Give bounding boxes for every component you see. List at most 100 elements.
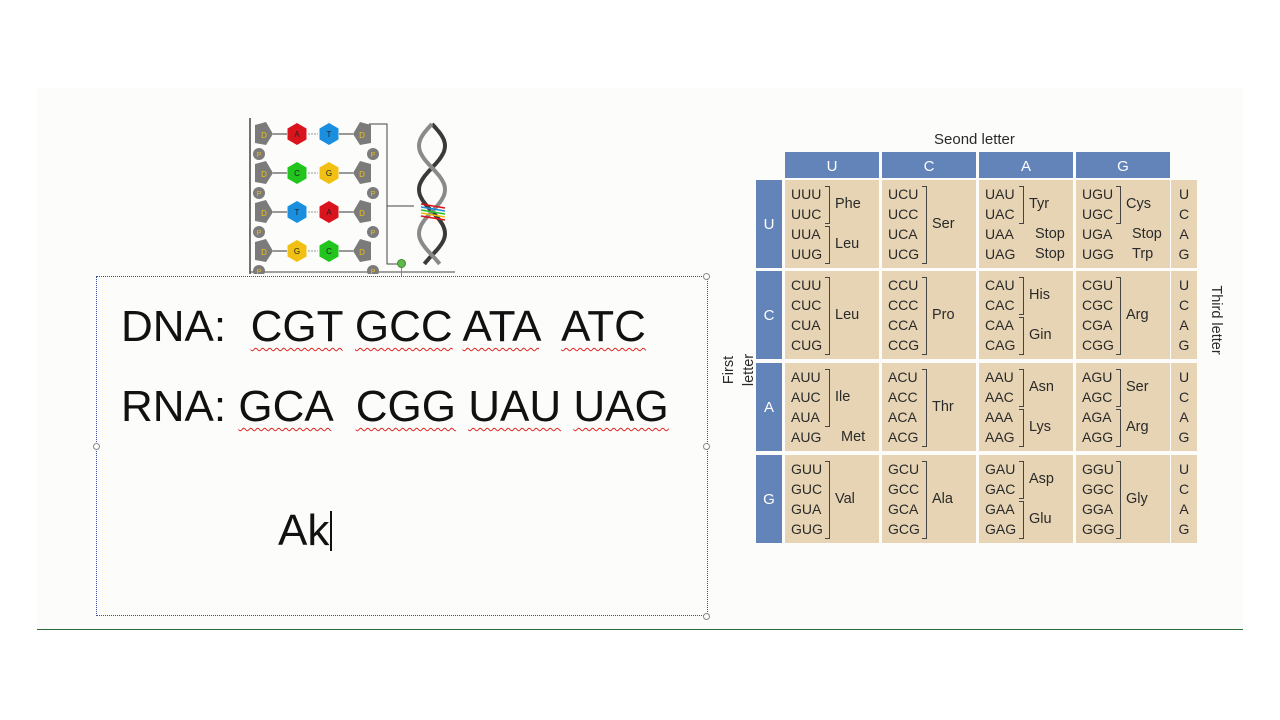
amino-acid: Asp <box>1029 471 1054 487</box>
codon-bracket <box>1019 461 1024 499</box>
second-letter-header: C <box>882 152 976 178</box>
third-letter: C <box>1178 297 1190 313</box>
sugar-left <box>255 200 273 223</box>
sugar-label: D <box>261 170 267 179</box>
codon: UAA <box>985 226 1014 242</box>
base-letter: C <box>294 169 300 178</box>
codon-bracket <box>922 277 927 355</box>
codon: CCC <box>888 297 919 313</box>
amino-acid: Pro <box>932 307 955 323</box>
third-letter: A <box>1179 226 1189 242</box>
sugar-left <box>255 239 273 262</box>
helix-strand <box>416 122 448 266</box>
codon-bracket <box>922 369 927 447</box>
sugar-label: D <box>359 170 365 179</box>
codon-cell <box>882 180 976 268</box>
codon-bracket <box>1019 369 1024 407</box>
dna-sequence-line[interactable]: DNA: CGT GCC ATA ATC <box>121 305 646 349</box>
base-right <box>319 240 339 262</box>
third-letter-label: Third letter <box>1208 285 1224 355</box>
codon-bracket <box>922 461 927 539</box>
codon-cell <box>979 363 1073 451</box>
codon-word: GCC <box>354 302 453 351</box>
base-right <box>319 123 339 145</box>
resize-handle-right[interactable] <box>703 443 710 450</box>
base-letter: A <box>326 208 332 217</box>
amino-acid: Stop <box>1132 226 1162 242</box>
text-box[interactable] <box>93 273 710 620</box>
amino-acid: Thr <box>932 399 954 415</box>
codon-cell <box>882 455 976 543</box>
phosphate-left <box>253 265 265 274</box>
codon: GGG <box>1082 521 1115 537</box>
codon: CAU <box>985 277 1015 293</box>
sugar-label: D <box>359 209 365 218</box>
third-letter-cell <box>1171 180 1197 268</box>
base-right <box>319 162 339 184</box>
amino-acid: Gin <box>1029 327 1052 343</box>
codon: UUA <box>791 226 821 242</box>
codon-word: GCA <box>238 382 332 431</box>
sugar-label: D <box>261 248 267 257</box>
sugar-label: D <box>261 209 267 218</box>
rna-sequence-line[interactable]: RNA: GCA CGG UAU UAG <box>121 385 669 429</box>
codon: AGG <box>1082 429 1114 445</box>
third-letter: U <box>1178 369 1190 385</box>
first-letter-cell: C <box>756 271 782 359</box>
resize-handle-left[interactable] <box>93 443 100 450</box>
third-letter: U <box>1178 277 1190 293</box>
amino-acid: Lys <box>1029 419 1052 435</box>
codon: ACU <box>888 369 918 385</box>
amino-acid: Phe <box>835 196 861 212</box>
codon: GUG <box>791 521 823 537</box>
figure-bracket <box>369 123 399 265</box>
codon-cell <box>979 455 1073 543</box>
amino-acid: Leu <box>835 307 860 323</box>
codon: UCC <box>888 206 919 222</box>
codon-cell <box>979 180 1073 268</box>
base-letter: A <box>294 130 300 139</box>
codon-bracket <box>825 461 830 539</box>
third-letter-cell <box>1171 363 1197 451</box>
codon: CGG <box>1082 337 1114 353</box>
amino-acid: Val <box>835 491 855 507</box>
helix-strand <box>416 122 448 266</box>
codon: CAA <box>985 317 1014 333</box>
phosphate-label: P <box>371 230 376 237</box>
base-left <box>287 201 307 223</box>
amino-acid: Ile <box>835 389 851 405</box>
resize-handle-bottom-right[interactable] <box>703 613 710 620</box>
codon-cell <box>1076 363 1170 451</box>
sugar-right <box>353 122 371 145</box>
amino-acid: Glu <box>1029 511 1052 527</box>
codon-cell <box>785 455 879 543</box>
codon-cell <box>785 363 879 451</box>
phosphate-left <box>253 226 265 238</box>
sugar-left <box>255 161 273 184</box>
amino-acid: Arg <box>1126 419 1149 435</box>
third-letter: U <box>1178 461 1190 477</box>
codon: AGU <box>1082 369 1113 385</box>
base-right <box>319 201 339 223</box>
word-spacing <box>561 382 573 431</box>
codon-cell <box>785 180 879 268</box>
resize-handle-top-right[interactable] <box>703 273 710 280</box>
helix-rung <box>420 206 446 212</box>
codon-word: CGT <box>250 302 343 351</box>
codon: CUG <box>791 337 823 353</box>
amino-acid: His <box>1029 287 1050 303</box>
amino-acid: Gly <box>1126 491 1148 507</box>
rotate-handle[interactable] <box>397 259 406 268</box>
codon: CCU <box>888 277 919 293</box>
codon: UAC <box>985 206 1015 222</box>
rotate-handle-stem <box>401 267 402 277</box>
codon-cell <box>882 363 976 451</box>
codon: GAU <box>985 461 1016 477</box>
codon-cell <box>882 271 976 359</box>
word-spacing <box>331 382 355 431</box>
sequence-label: RNA: <box>121 382 239 431</box>
codon-cell <box>1076 180 1170 268</box>
text-caret <box>330 511 333 551</box>
typing-line[interactable]: Ak <box>256 465 333 553</box>
